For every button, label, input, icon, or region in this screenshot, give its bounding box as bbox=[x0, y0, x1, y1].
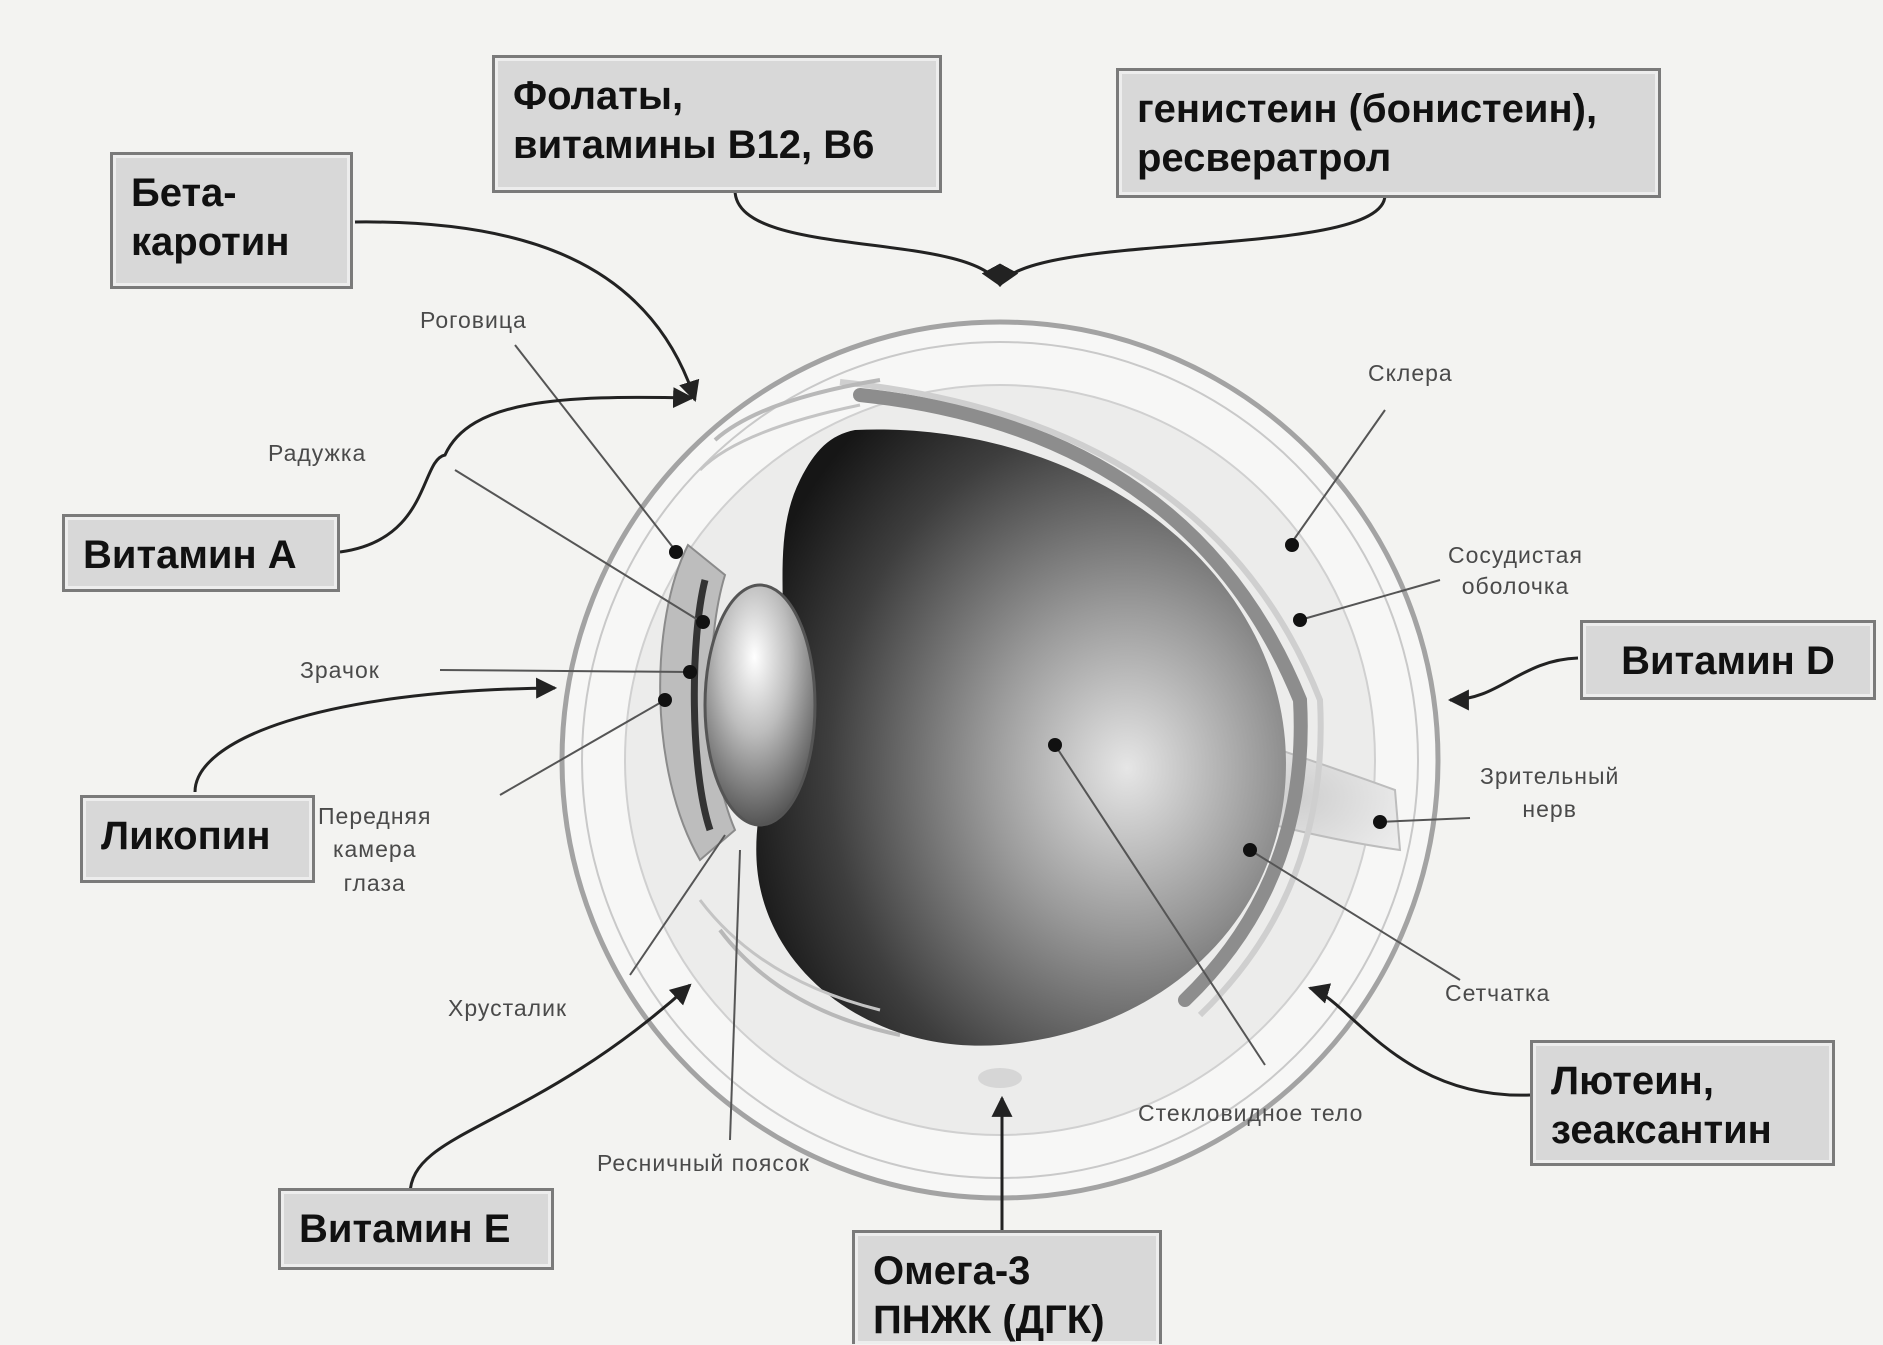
label-iris: Радужка bbox=[268, 440, 366, 467]
arrow-lycopene bbox=[195, 688, 555, 792]
arrow-folates bbox=[735, 190, 1000, 285]
label-vitreous: Стекловидное тело bbox=[1138, 1100, 1363, 1127]
label-sclera: Склера bbox=[1368, 360, 1453, 387]
nutrient-box-vitamin-d: Витамин D bbox=[1580, 620, 1876, 700]
arrow-vitamin-d bbox=[1450, 658, 1578, 700]
lens-shape bbox=[705, 585, 815, 825]
eyeball bbox=[562, 322, 1438, 1198]
label-optic-nerve: Зрительный нерв bbox=[1480, 760, 1619, 827]
arrow-genistein bbox=[1000, 195, 1385, 285]
nutrient-box-lutein: Лютеин, зеаксантин bbox=[1530, 1040, 1835, 1166]
label-anterior-chamber: Передняя камера глаза bbox=[318, 800, 431, 900]
nutrient-box-vitamin-a: Витамин А bbox=[62, 514, 340, 592]
label-lens: Хрусталик bbox=[448, 995, 567, 1022]
nutrient-box-omega3: Омега-3 ПНЖК (ДГК) bbox=[852, 1230, 1162, 1344]
nutrient-box-lycopene: Ликопин bbox=[80, 795, 315, 883]
label-ciliary-zonule: Ресничный поясок bbox=[597, 1150, 810, 1177]
label-retina: Сетчатка bbox=[1445, 980, 1550, 1007]
nutrient-box-beta-carotene: Бета- каротин bbox=[110, 152, 353, 289]
nutrient-box-genistein: генистеин (бонистеин), ресвератрол bbox=[1116, 68, 1661, 198]
label-pupil: Зрачок bbox=[300, 657, 380, 684]
nutrient-box-folates: Фолаты, витамины В12, В6 bbox=[492, 55, 942, 193]
label-choroid: Сосудистая оболочка bbox=[1448, 540, 1583, 602]
label-cornea: Роговица bbox=[420, 307, 527, 334]
nutrient-box-vitamin-e: Витамин Е bbox=[278, 1188, 554, 1270]
